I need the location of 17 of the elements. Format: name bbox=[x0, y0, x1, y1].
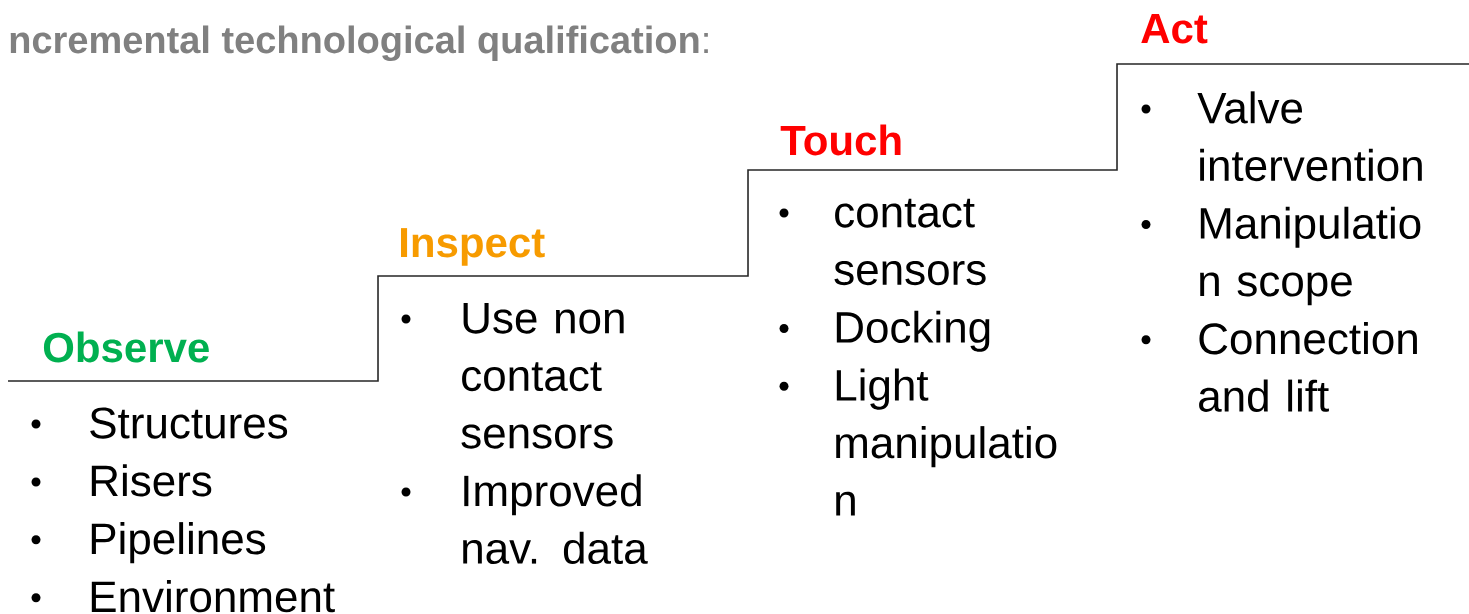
bullet-item: Environment bbox=[31, 580, 335, 613]
bullet-item: Pipelines bbox=[31, 522, 266, 564]
step-heading: Inspect bbox=[401, 228, 545, 266]
step-heading: Observe bbox=[43, 331, 209, 363]
bullet-item: Valve intervention bbox=[1141, 91, 1422, 182]
bullet-item: Structures bbox=[31, 407, 288, 439]
bullet-item: Light manipulatio n bbox=[779, 368, 1057, 516]
bullet-item: Risers bbox=[31, 464, 212, 497]
bullet-item: contact sensors bbox=[779, 198, 986, 286]
bullet-item: Improved nav. data bbox=[401, 474, 648, 565]
bullet-item: Manipulatio n scope bbox=[1141, 206, 1421, 306]
bullet-item: Use non contact sensors bbox=[401, 302, 624, 449]
title: ncremental technological qualification: bbox=[10, 25, 708, 62]
bullet-item: Docking bbox=[779, 310, 990, 352]
step-heading: Act bbox=[1141, 14, 1208, 44]
step-heading: Touch bbox=[780, 124, 901, 156]
bullet-item: Connection and lift bbox=[1141, 322, 1417, 412]
